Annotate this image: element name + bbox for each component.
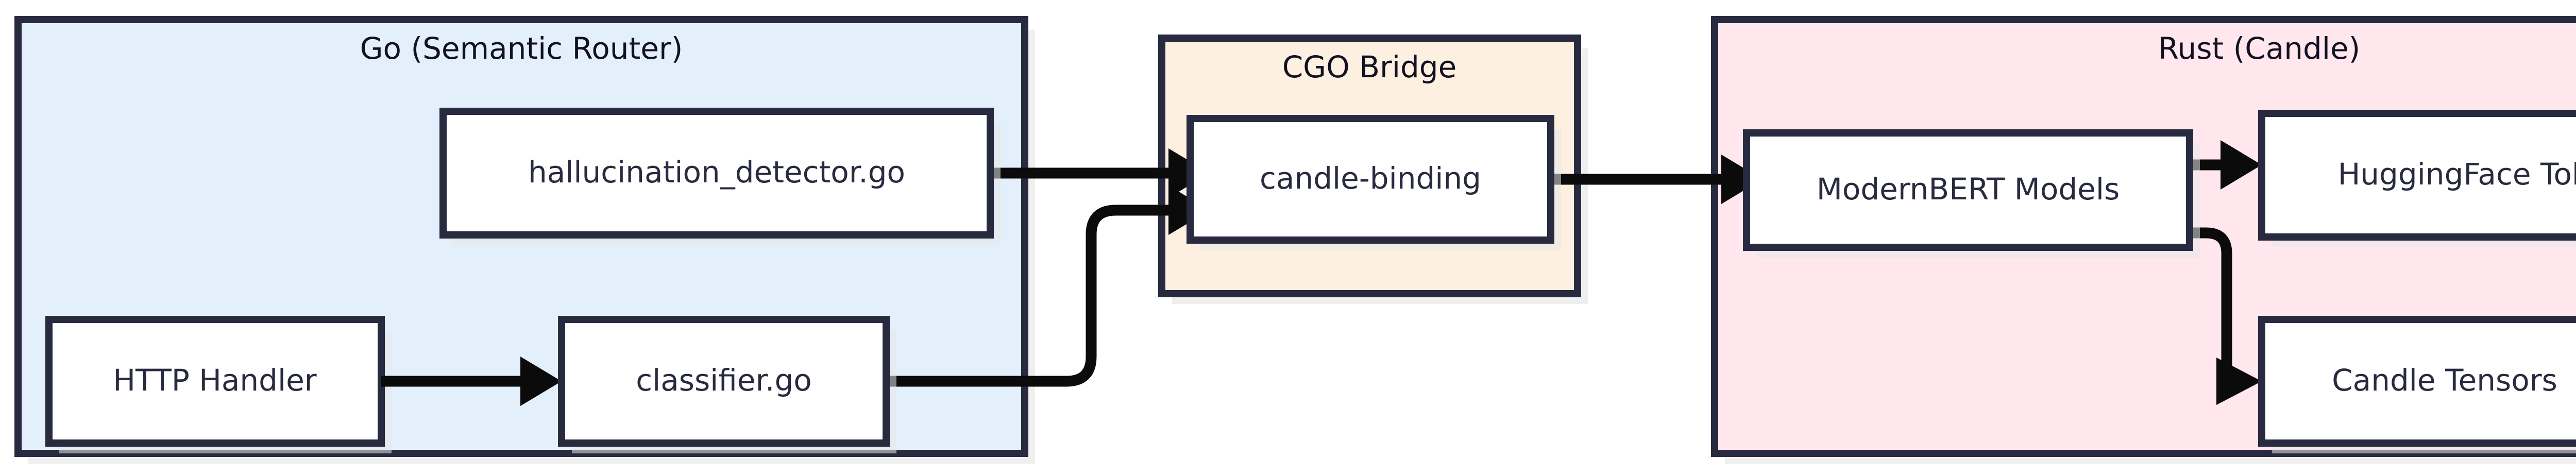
node-hallucination-detector-label: hallucination_detector.go <box>528 155 905 190</box>
node-candle-binding-label: candle-binding <box>1260 161 1481 196</box>
cluster-rust-label: Rust (Candle) <box>2158 31 2361 66</box>
arrow-head-icon <box>2216 358 2262 405</box>
node-huggingface-tokenizers[interactable]: HuggingFace Tokenizers <box>2258 110 2576 247</box>
arrow-head-icon <box>520 357 562 406</box>
cluster-cgo-label: CGO Bridge <box>1282 49 1457 84</box>
edge-candle-binding-to-modernbert <box>1551 155 1762 204</box>
node-http-handler-label: HTTP Handler <box>113 363 316 398</box>
arrow-head-icon <box>1721 155 1762 204</box>
node-candle-tensors[interactable]: Candle Tensors <box>2258 316 2576 453</box>
node-huggingface-rect[interactable] <box>2258 110 2576 241</box>
edge-modernbert-to-candle-tensors <box>2190 227 2262 405</box>
node-hallucination-detector-rect[interactable] <box>439 108 994 239</box>
node-classifier-go[interactable]: classifier.go <box>558 316 896 453</box>
edge-http-handler-to-classifier <box>381 357 562 406</box>
node-candle-tensors-rect[interactable] <box>2258 316 2576 447</box>
node-http-handler[interactable]: HTTP Handler <box>45 316 392 453</box>
node-candle-binding[interactable]: candle-binding <box>1187 115 1561 250</box>
node-classifier-rect[interactable] <box>558 316 890 447</box>
node-http-handler-rect[interactable] <box>45 316 385 447</box>
cluster-go-label: Go (Semantic Router) <box>360 31 683 66</box>
node-classifier-label: classifier.go <box>636 363 812 398</box>
node-candle-binding-rect[interactable] <box>1187 115 1554 244</box>
node-modernbert-label: ModernBERT Models <box>1817 172 2120 207</box>
node-modernbert-rect[interactable] <box>1743 129 2193 251</box>
node-huggingface-label: HuggingFace Tokenizers <box>2338 157 2576 192</box>
node-candle-tensors-label: Candle Tensors <box>2332 363 2557 398</box>
arrow-head-icon <box>2221 140 2262 190</box>
node-modernbert-models[interactable]: ModernBERT Models <box>1743 129 2200 258</box>
node-hallucination-detector-go[interactable]: hallucination_detector.go <box>439 108 1001 245</box>
